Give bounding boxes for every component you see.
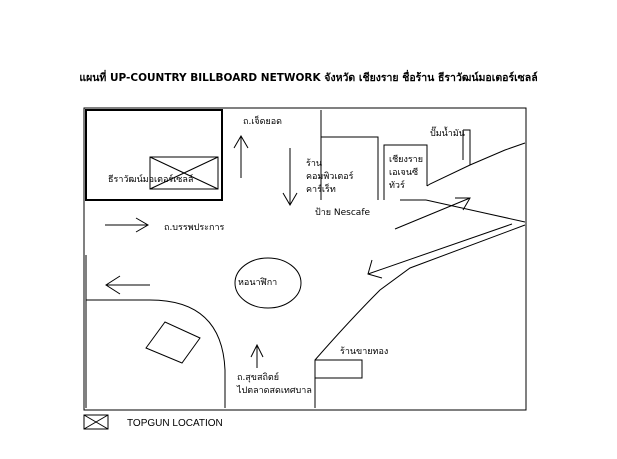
- label-road-suksathit-1: ถ.สุขสถิตย์: [237, 373, 280, 383]
- topgun-location-box: [149, 156, 219, 190]
- label-tour-3: ทัวร์: [389, 181, 405, 191]
- label-computer-shop-3: คาร์เร็ท: [306, 185, 336, 195]
- arrow-downleft-diagonal: [367, 223, 513, 275]
- arrow-upright-diagonal: [394, 197, 471, 230]
- label-gold-shop: ร้านขายทอง: [340, 347, 389, 357]
- clock-tower-circle: [234, 257, 302, 309]
- kiosk-box: [145, 321, 201, 364]
- gold-shop-building: [315, 359, 363, 379]
- tour-agency-building: [383, 144, 428, 200]
- computer-shop-building: [321, 136, 379, 200]
- label-tour-1: เชียงราย: [389, 155, 424, 165]
- road-edge-lower: [314, 224, 526, 408]
- map-title: แผนที่ UP-COUNTRY BILLBOARD NETWORK จังห…: [79, 72, 538, 84]
- label-nescafe-sign: ป้าย Nescafe: [315, 208, 371, 218]
- legend-symbol: [83, 414, 109, 430]
- map-border: [83, 107, 527, 411]
- legend-label: TOPGUN LOCATION: [127, 418, 223, 429]
- label-computer-shop-1: ร้าน: [306, 159, 323, 169]
- label-gas-station: ปั๊มน้ำมัน: [430, 129, 465, 139]
- label-theerawat: ธีราวัฒน์มอเตอร์เซลล์: [108, 175, 194, 185]
- label-road-chetyod: ถ.เจ็ดยอด: [243, 117, 283, 127]
- label-computer-shop-2: คอมพิวเตอร์: [306, 172, 354, 182]
- gas-station-building: [463, 129, 471, 165]
- label-clock-tower: หอนาฬิกา: [238, 278, 278, 288]
- curved-corner-block: [86, 299, 226, 408]
- road-edge-upper: [426, 142, 526, 187]
- label-road-banphaprakan: ถ.บรรพประการ: [164, 223, 225, 233]
- label-road-suksathit-2: ไปตลาดสดเทศบาล: [237, 386, 312, 396]
- label-tour-2: เอเจนซี: [389, 168, 419, 178]
- road-edge-right: [425, 199, 526, 223]
